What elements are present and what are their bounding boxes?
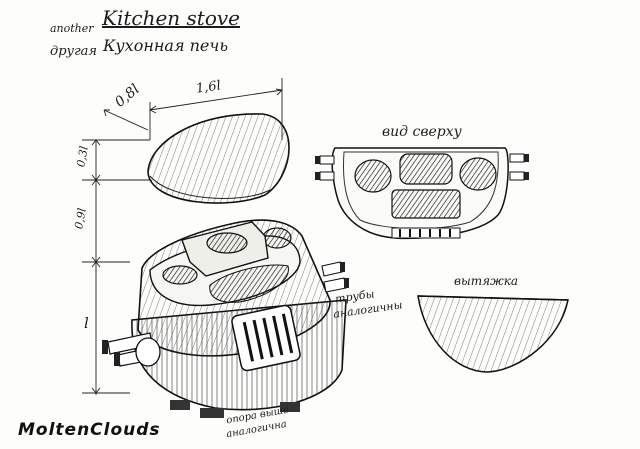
title-main-ru: Кухонная печь (103, 36, 229, 55)
title-main-en: Kitchen stove (102, 6, 241, 30)
top-view-drawing (315, 147, 529, 240)
top-view-label: вид сверху (382, 124, 462, 140)
title-prefix-en: another (50, 22, 94, 35)
dim-base-height-label: l (84, 314, 89, 332)
stove-body (102, 219, 349, 418)
stove-lid (147, 113, 290, 204)
title-prefix-ru: другая (50, 44, 98, 59)
brand-logo: MoltenClouds (18, 420, 161, 440)
hood-drawing (417, 295, 569, 373)
hood-label: вытяжка (454, 274, 519, 288)
